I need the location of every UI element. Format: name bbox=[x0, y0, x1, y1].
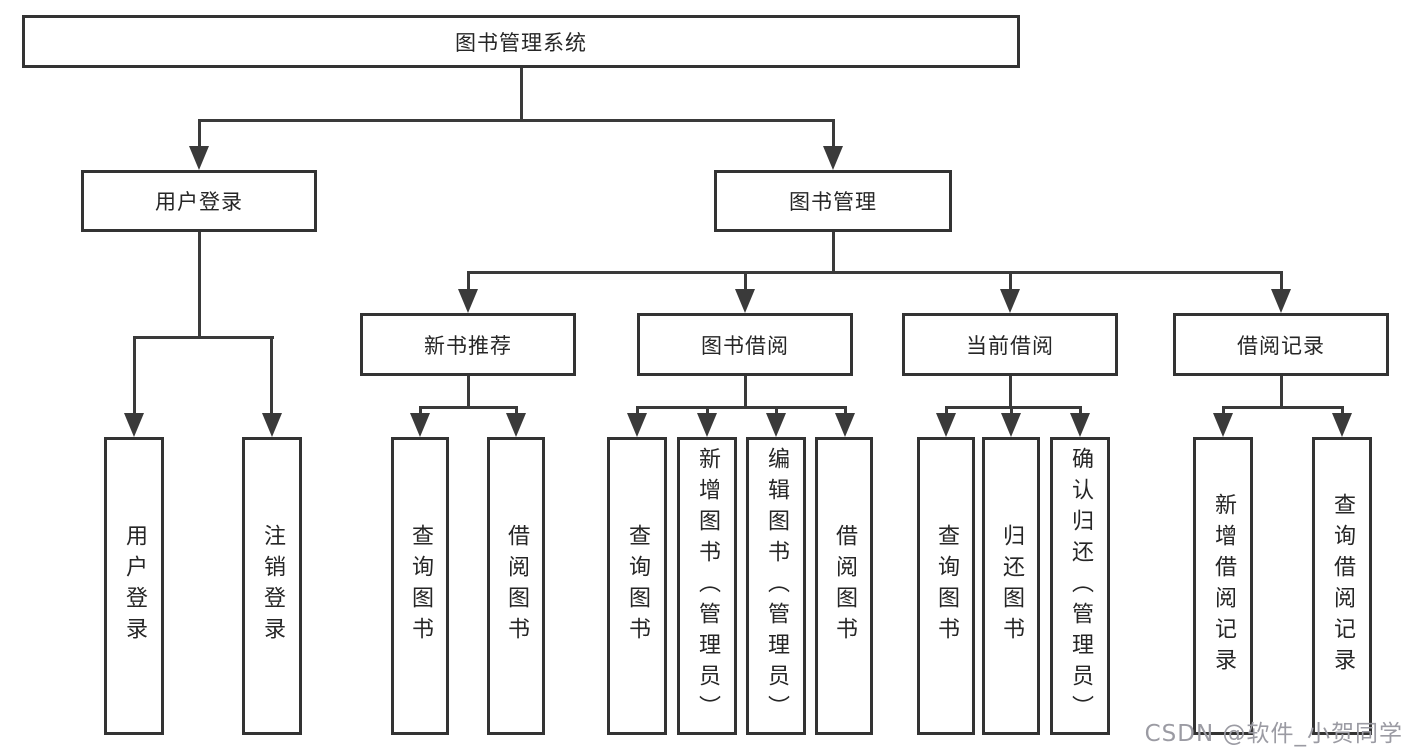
connector-vline bbox=[706, 406, 709, 416]
node-new-book-recommend-label: 新书推荐 bbox=[424, 333, 512, 358]
watermark-text: CSDN @软件_小贺同学 bbox=[1144, 721, 1403, 747]
arrow-down-icon bbox=[458, 289, 478, 313]
connector-vline bbox=[198, 119, 201, 149]
leaf-user-login-label: 用户登录 bbox=[122, 524, 147, 648]
leaf-borrow-books-recommend: 借阅图书 bbox=[487, 437, 545, 735]
leaf-edit-book-admin: 编辑图书（管理员） bbox=[746, 437, 806, 735]
leaf-query-books-current-label: 查询图书 bbox=[934, 524, 959, 648]
connector-vline bbox=[1009, 376, 1012, 408]
leaf-add-borrow-record: 新增借阅记录 bbox=[1193, 437, 1253, 735]
connector-vline bbox=[832, 119, 835, 149]
node-library-system-label: 图书管理系统 bbox=[455, 30, 587, 55]
leaf-add-book-admin-label: 新增图书（管理员） bbox=[695, 446, 720, 726]
node-current-borrowing: 当前借阅 bbox=[902, 313, 1118, 376]
node-user-login: 用户登录 bbox=[81, 170, 317, 232]
arrow-down-icon bbox=[697, 413, 717, 437]
connector-vline bbox=[844, 406, 847, 416]
leaf-query-books-recommend-label: 查询图书 bbox=[408, 524, 433, 648]
connector-hline bbox=[198, 119, 835, 122]
node-book-management-label: 图书管理 bbox=[789, 190, 877, 214]
arrow-down-icon bbox=[735, 289, 755, 313]
leaf-return-books: 归还图书 bbox=[982, 437, 1040, 735]
connector-vline bbox=[1079, 406, 1082, 416]
connector-hline bbox=[1222, 406, 1343, 409]
leaf-add-book-admin: 新增图书（管理员） bbox=[677, 437, 737, 735]
connector-vline bbox=[419, 406, 422, 416]
leaf-query-books-borrowing-label: 查询图书 bbox=[625, 524, 650, 648]
connector-vline bbox=[1222, 406, 1225, 416]
connector-hline bbox=[133, 336, 274, 339]
arrow-down-icon bbox=[410, 413, 430, 437]
arrow-down-icon bbox=[189, 146, 209, 170]
leaf-query-borrow-record-label: 查询借阅记录 bbox=[1330, 493, 1355, 679]
connector-vline bbox=[133, 336, 136, 414]
leaf-query-books-recommend: 查询图书 bbox=[391, 437, 449, 735]
arrow-down-icon bbox=[1213, 413, 1233, 437]
connector-vline bbox=[775, 406, 778, 416]
leaf-add-borrow-record-label: 新增借阅记录 bbox=[1211, 493, 1236, 679]
connector-hline bbox=[945, 406, 1081, 409]
connector-vline bbox=[270, 336, 273, 414]
leaf-logout: 注销登录 bbox=[242, 437, 302, 735]
arrow-down-icon bbox=[124, 413, 144, 437]
leaf-borrow-books-borrowing-label: 借阅图书 bbox=[832, 524, 857, 648]
connector-vline bbox=[467, 376, 470, 408]
connector-hline bbox=[636, 406, 847, 409]
arrow-down-icon bbox=[1271, 289, 1291, 313]
node-book-management: 图书管理 bbox=[714, 170, 952, 232]
arrow-down-icon bbox=[262, 413, 282, 437]
connector-vline bbox=[520, 68, 523, 121]
connector-vline bbox=[636, 406, 639, 416]
node-user-login-label: 用户登录 bbox=[155, 190, 243, 214]
leaf-borrow-books-recommend-label: 借阅图书 bbox=[504, 524, 529, 648]
leaf-query-books-current: 查询图书 bbox=[917, 437, 975, 735]
connector-vline bbox=[744, 271, 747, 291]
arrow-down-icon bbox=[1332, 413, 1352, 437]
leaf-logout-label: 注销登录 bbox=[260, 524, 285, 648]
arrow-down-icon bbox=[835, 413, 855, 437]
node-borrowing-records: 借阅记录 bbox=[1173, 313, 1389, 376]
node-book-borrowing-label: 图书借阅 bbox=[701, 333, 789, 358]
arrow-down-icon bbox=[506, 413, 526, 437]
connector-hline bbox=[467, 271, 1283, 274]
connector-vline bbox=[467, 271, 470, 291]
leaf-confirm-return-admin-label: 确认归还（管理员） bbox=[1068, 446, 1093, 726]
arrow-down-icon bbox=[823, 146, 843, 170]
connector-hline bbox=[419, 406, 518, 409]
leaf-confirm-return-admin: 确认归还（管理员） bbox=[1050, 437, 1110, 735]
connector-vline bbox=[832, 232, 835, 273]
arrow-down-icon bbox=[627, 413, 647, 437]
arrow-down-icon bbox=[766, 413, 786, 437]
node-library-system: 图书管理系统 bbox=[22, 15, 1020, 68]
connector-vline bbox=[1010, 406, 1013, 416]
leaf-return-books-label: 归还图书 bbox=[999, 524, 1024, 648]
connector-vline bbox=[515, 406, 518, 416]
node-new-book-recommend: 新书推荐 bbox=[360, 313, 576, 376]
node-book-borrowing: 图书借阅 bbox=[637, 313, 853, 376]
arrow-down-icon bbox=[1000, 289, 1020, 313]
connector-vline bbox=[1280, 271, 1283, 291]
connector-vline bbox=[945, 406, 948, 416]
node-borrowing-records-label: 借阅记录 bbox=[1237, 333, 1325, 358]
connector-vline bbox=[1009, 271, 1012, 291]
leaf-query-borrow-record: 查询借阅记录 bbox=[1312, 437, 1372, 735]
leaf-edit-book-admin-label: 编辑图书（管理员） bbox=[764, 446, 789, 726]
connector-vline bbox=[198, 232, 201, 338]
arrow-down-icon bbox=[1070, 413, 1090, 437]
connector-vline bbox=[1280, 376, 1283, 408]
node-current-borrowing-label: 当前借阅 bbox=[966, 333, 1054, 358]
leaf-user-login: 用户登录 bbox=[104, 437, 164, 735]
arrow-down-icon bbox=[936, 413, 956, 437]
connector-vline bbox=[744, 376, 747, 408]
leaf-query-books-borrowing: 查询图书 bbox=[607, 437, 667, 735]
arrow-down-icon bbox=[1001, 413, 1021, 437]
leaf-borrow-books-borrowing: 借阅图书 bbox=[815, 437, 873, 735]
connector-vline bbox=[1341, 406, 1344, 416]
